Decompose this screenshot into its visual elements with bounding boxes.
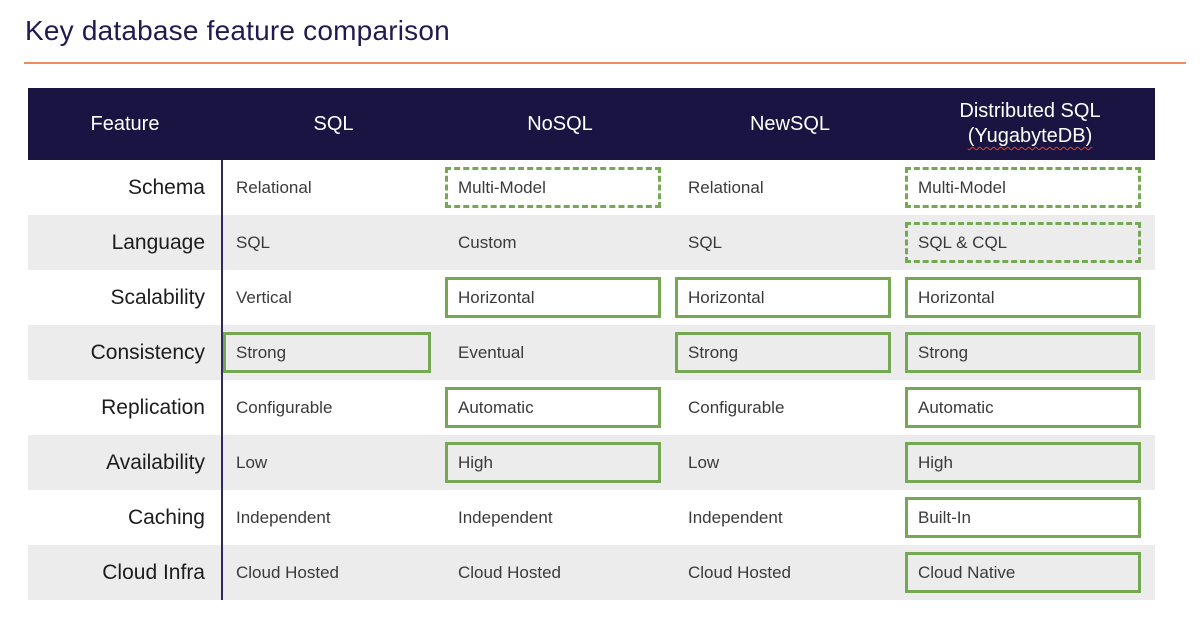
header-row: Feature SQL NoSQL NewSQL Distributed SQL… xyxy=(28,88,1155,160)
cell-value: Multi-Model xyxy=(445,167,661,208)
column-header-newsql: NewSQL xyxy=(675,88,905,160)
feature-label: Caching xyxy=(28,490,223,545)
table-row-availability: Availability Low High Low High xyxy=(28,435,1155,490)
feature-label: Schema xyxy=(28,160,223,215)
cell-value: Low xyxy=(688,452,720,472)
cell-value: Custom xyxy=(458,232,517,252)
feature-label: Consistency xyxy=(28,325,223,380)
cell-value: Cloud Hosted xyxy=(236,562,340,582)
cell-value: SQL xyxy=(236,232,271,252)
cell-value: Horizontal xyxy=(445,277,661,318)
feature-label: Scalability xyxy=(28,270,223,325)
feature-label: Replication xyxy=(28,380,223,435)
table-row-caching: Caching Independent Independent Independ… xyxy=(28,490,1155,545)
cell-value: Independent xyxy=(458,507,553,527)
feature-label: Language xyxy=(28,215,223,270)
cell-value: Strong xyxy=(905,332,1141,373)
table-row-scalability: Scalability Vertical Horizontal Horizont… xyxy=(28,270,1155,325)
column-header-feature: Feature xyxy=(28,88,222,160)
cell-value: Cloud Hosted xyxy=(458,562,562,582)
cell-value: Configurable xyxy=(236,397,333,417)
cell-value: Horizontal xyxy=(675,277,891,318)
table-row-language: Language SQL Custom SQL SQL & CQL xyxy=(28,215,1155,270)
cell-value: Automatic xyxy=(905,387,1141,428)
cell-value: Strong xyxy=(675,332,891,373)
accent-divider xyxy=(24,62,1186,64)
page-title: Key database feature comparison xyxy=(25,15,450,46)
cell-value: Configurable xyxy=(688,397,785,417)
comparison-table: Feature SQL NoSQL NewSQL Distributed SQL… xyxy=(28,88,1156,600)
column-header-distributed-sql: Distributed SQL (YugabyteDB) xyxy=(905,88,1155,160)
cell-value: Eventual xyxy=(458,342,525,362)
table-row-cloud-infra: Cloud Infra Cloud Hosted Cloud Hosted Cl… xyxy=(28,545,1155,600)
table-row-replication: Replication Configurable Automatic Confi… xyxy=(28,380,1155,435)
column-header-nosql: NoSQL xyxy=(445,88,675,160)
feature-label: Availability xyxy=(28,435,223,490)
cell-value: Built-In xyxy=(905,497,1141,538)
table-row-consistency: Consistency Strong Eventual Strong Stron… xyxy=(28,325,1155,380)
cell-value: Strong xyxy=(223,332,431,373)
column-header-yugabytedb: (YugabyteDB) xyxy=(967,125,1093,147)
cell-value: Multi-Model xyxy=(905,167,1141,208)
cell-value: Low xyxy=(236,452,268,472)
table-row-schema: Schema Relational Multi-Model Relational… xyxy=(28,160,1155,215)
cell-value: Horizontal xyxy=(905,277,1141,318)
cell-value: Vertical xyxy=(236,287,292,307)
cell-value: Cloud Native xyxy=(905,552,1141,593)
cell-value: High xyxy=(445,442,661,483)
cell-value: Independent xyxy=(236,507,331,527)
cell-value: SQL & CQL xyxy=(905,222,1141,263)
cell-value: Relational xyxy=(236,177,312,197)
cell-value: Relational xyxy=(688,177,764,197)
cell-value: Independent xyxy=(688,507,783,527)
column-header-sql: SQL xyxy=(222,88,445,160)
cell-value: Automatic xyxy=(445,387,661,428)
cell-value: High xyxy=(905,442,1141,483)
cell-value: SQL xyxy=(688,232,723,252)
column-header-distributed-sql-line1: Distributed SQL xyxy=(959,100,1101,122)
feature-label: Cloud Infra xyxy=(28,545,223,600)
cell-value: Cloud Hosted xyxy=(688,562,792,582)
